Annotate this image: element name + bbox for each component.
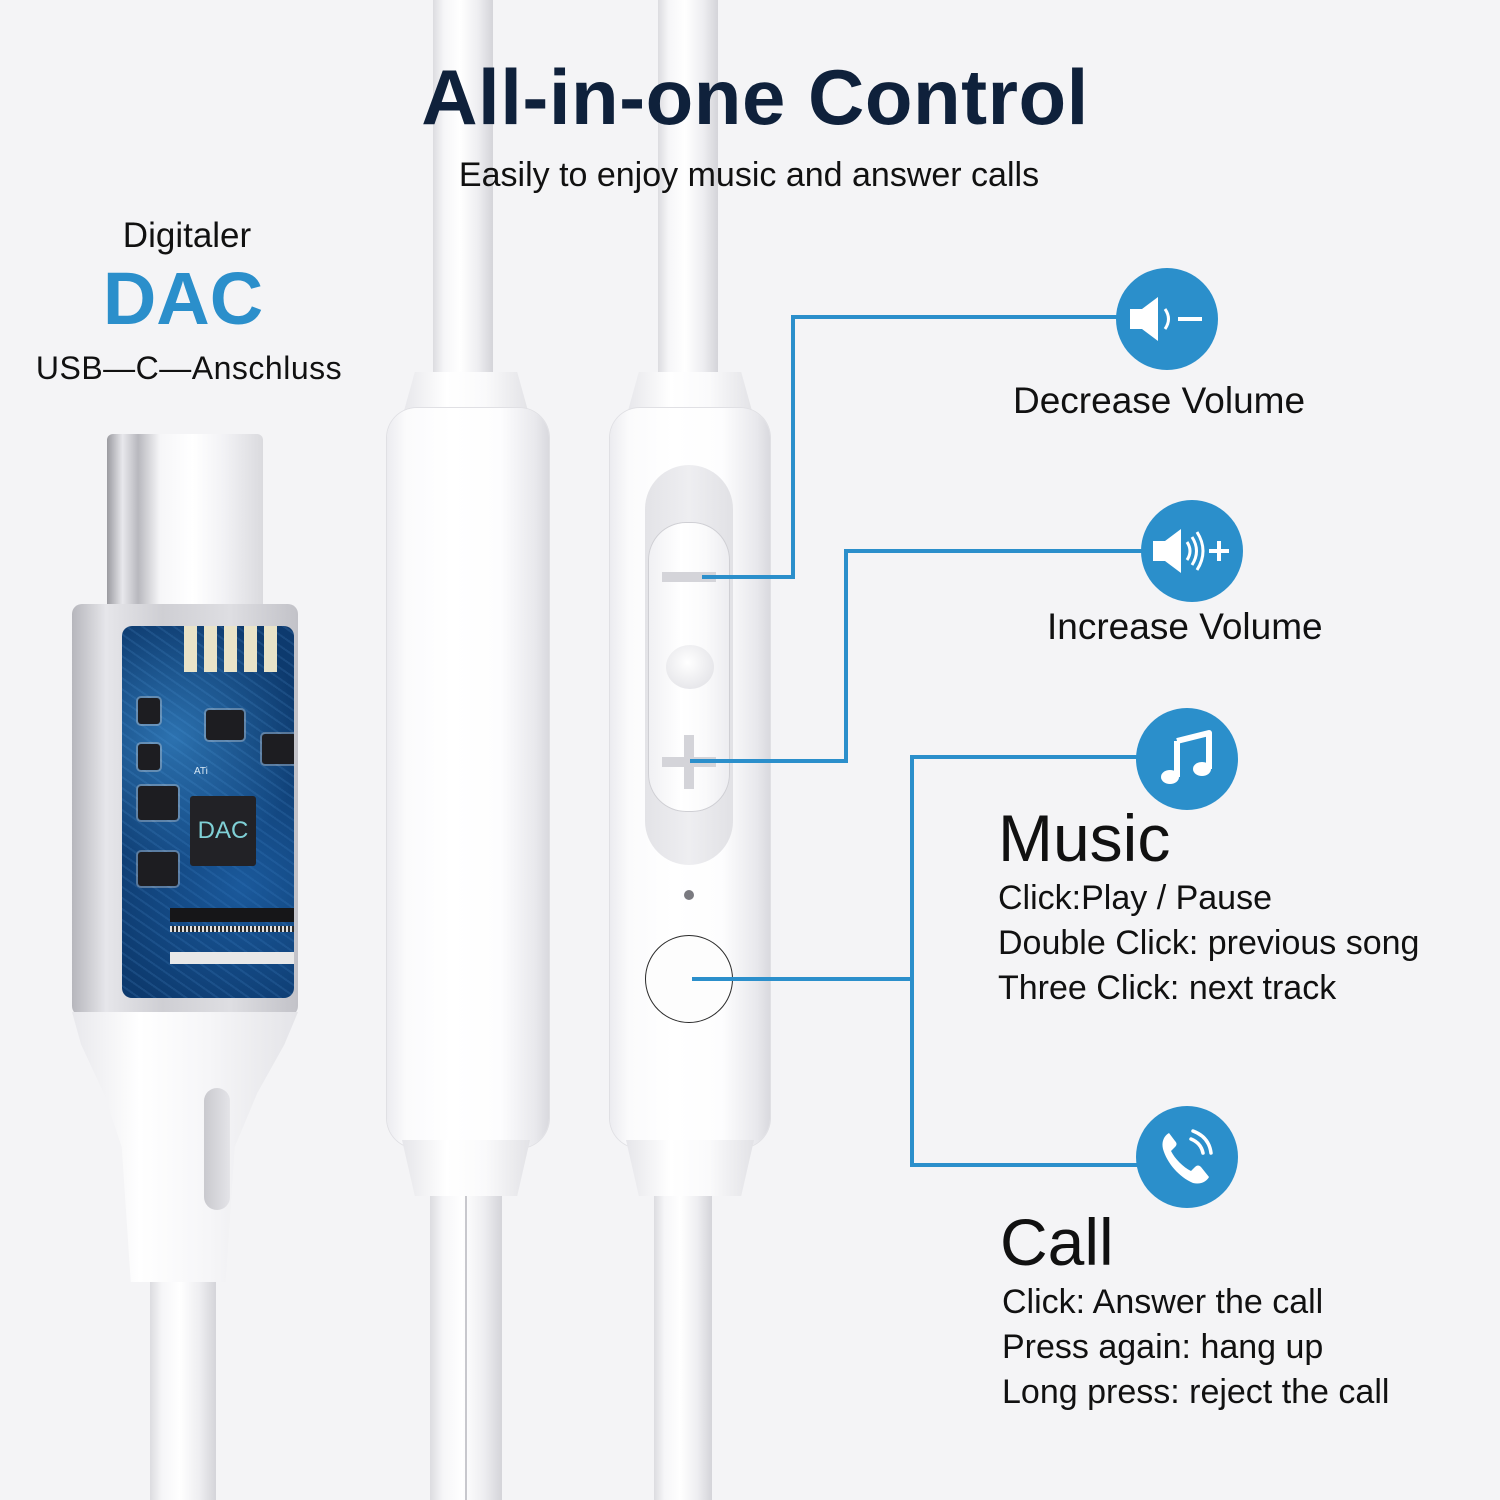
contact-pad bbox=[264, 626, 277, 672]
callout-line-increase bbox=[844, 549, 848, 763]
dac-top-label: Digitaler bbox=[122, 216, 252, 255]
volume-up-icon bbox=[1141, 500, 1243, 602]
remote-bottom-collar bbox=[626, 1140, 754, 1196]
music-instruction: Three Click: next track bbox=[998, 969, 1337, 1007]
phone-call-icon bbox=[1136, 1106, 1238, 1208]
ribbon-connector-pins bbox=[170, 926, 294, 932]
left-housing-bottom-collar bbox=[402, 1140, 530, 1196]
callout-line-music bbox=[910, 755, 1140, 759]
rocker-center-nub bbox=[666, 645, 714, 689]
plus-icon-vertical bbox=[684, 735, 694, 789]
strain-relief-slot bbox=[204, 1088, 230, 1210]
dac-main-label: DAC bbox=[102, 257, 264, 340]
usbc-cable bbox=[150, 1280, 216, 1500]
callout-line-increase bbox=[844, 549, 1144, 553]
volume-down-button[interactable] bbox=[662, 572, 716, 582]
ic-chip bbox=[138, 744, 160, 770]
callout-line-bracket bbox=[910, 755, 914, 1167]
callout-line-multifunction bbox=[692, 977, 914, 981]
ic-chip bbox=[262, 734, 294, 764]
music-instruction: Double Click: previous song bbox=[998, 924, 1420, 962]
ic-chip bbox=[138, 786, 178, 820]
volume-down-icon bbox=[1116, 268, 1218, 370]
music-heading: Music bbox=[998, 801, 1171, 875]
contact-pad bbox=[244, 626, 257, 672]
callout-line-decrease bbox=[791, 315, 795, 579]
ic-chip bbox=[138, 852, 178, 886]
pcb-marking: ATi bbox=[194, 766, 208, 777]
right-remote-cable-bottom bbox=[654, 1195, 712, 1500]
ribbon-connector bbox=[170, 908, 294, 922]
left-remote-cable-bottom bbox=[430, 1195, 502, 1500]
ic-chip bbox=[206, 710, 244, 740]
dac-chip: DAC bbox=[190, 796, 256, 866]
music-instruction: Click:Play / Pause bbox=[998, 879, 1272, 917]
callout-line-decrease bbox=[702, 575, 794, 579]
music-note-icon bbox=[1136, 708, 1238, 810]
callout-line-call bbox=[910, 1163, 1140, 1167]
page-subtitle: Easily to enjoy music and answer calls bbox=[458, 156, 1040, 194]
contact-pad bbox=[184, 626, 197, 672]
right-remote-cable-top bbox=[658, 0, 718, 375]
callout-line-decrease bbox=[791, 315, 1121, 319]
ic-chip bbox=[138, 698, 160, 724]
ribbon-connector bbox=[170, 952, 294, 964]
dac-circuit-board: ATi DAC bbox=[122, 626, 294, 998]
contact-pad bbox=[224, 626, 237, 672]
usbc-connector-tip bbox=[107, 434, 263, 610]
increase-volume-label: Increase Volume bbox=[1047, 606, 1323, 647]
left-remote-cable-top bbox=[433, 0, 493, 375]
plug-strain-relief bbox=[72, 1012, 298, 1282]
call-instruction: Long press: reject the call bbox=[1002, 1373, 1390, 1411]
contact-pad bbox=[204, 626, 217, 672]
call-heading: Call bbox=[1000, 1205, 1114, 1279]
call-instruction: Click: Answer the call bbox=[1002, 1283, 1324, 1321]
decrease-volume-label: Decrease Volume bbox=[1013, 380, 1306, 421]
callout-line-increase bbox=[690, 759, 848, 763]
microphone-hole bbox=[684, 890, 694, 900]
page-title: All-in-one Control bbox=[421, 53, 1089, 141]
dac-bottom-label: USB—C—Anschluss bbox=[35, 350, 343, 386]
left-housing-body bbox=[387, 408, 549, 1148]
call-instruction: Press again: hang up bbox=[1002, 1328, 1324, 1366]
